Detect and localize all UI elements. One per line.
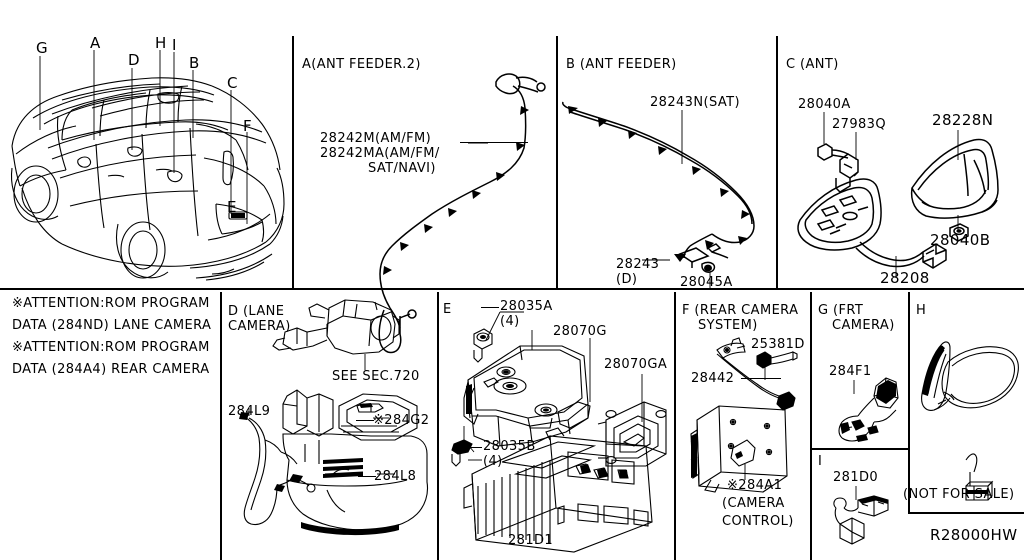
car-callout-h: H — [155, 34, 167, 52]
panel-g-title-line1: G (FRT — [818, 303, 864, 318]
panel-e-part-28035a-qty: (4) — [500, 314, 520, 329]
divider-vertical-c-left — [776, 36, 778, 288]
divider-horizontal-main — [0, 288, 1024, 290]
panel-f-part-28442: 28442 — [691, 371, 735, 386]
panel-f-title-line1: F (REAR CAMERA — [682, 303, 799, 318]
divider-vertical-h-left — [908, 292, 910, 514]
panel-f-part-284a1-line2: (CAMERA — [722, 496, 785, 511]
panel-e-leader-28035a — [481, 307, 499, 309]
panel-f-leader-28442 — [741, 378, 781, 380]
panel-a-leader-line — [460, 142, 528, 144]
panel-c-part-28208: 28208 — [880, 269, 930, 287]
panel-d-title-line2: CAMERA) — [228, 319, 291, 334]
divider-vertical-g-left — [810, 292, 812, 560]
sheet-drawing-number: R28000HW — [930, 526, 1018, 544]
panel-f-part-284a1-line3: CONTROL) — [722, 514, 794, 529]
car-callout-f: F — [243, 117, 253, 135]
panel-g-part-284f1: 284F1 — [829, 364, 872, 379]
car-callout-b: B — [189, 54, 200, 72]
lane-camera-illustration — [239, 299, 429, 536]
panel-d-leader-284l8 — [358, 476, 376, 478]
car-callout-a: A — [90, 34, 101, 52]
panel-e-part-28035b-qty: (4) — [483, 454, 503, 469]
panel-b-part-28243: 28243 — [616, 257, 660, 272]
panel-g-title-line2: CAMERA) — [832, 318, 895, 333]
panel-c-part-27983q: 27983Q — [832, 117, 886, 132]
panel-h-title: H — [916, 303, 927, 318]
panel-h-not-for-sale: (NOT FOR SALE) — [903, 487, 1015, 502]
panel-a-part-28242m: 28242M(AM/FM) — [320, 131, 432, 146]
connector-281d0-illustration — [833, 486, 889, 545]
panel-f-title-line2: SYSTEM) — [698, 318, 758, 333]
car-callout-g: G — [36, 39, 49, 57]
panel-c-part-28228n: 28228N — [932, 111, 994, 129]
panel-i-title: I — [818, 454, 823, 469]
car-callout-c: C — [227, 74, 238, 92]
panel-e-part-28070g: 28070G — [553, 324, 607, 339]
antenna-feeder-illustration — [562, 101, 755, 288]
panel-e-title: E — [443, 302, 452, 317]
attention-note-line-3: ※ATTENTION:ROM PROGRAM — [12, 340, 210, 355]
divider-vertical-a-left — [292, 36, 294, 288]
attention-note-line-4: DATA (284A4) REAR CAMERA — [12, 362, 210, 377]
outside-mirror-illustration — [921, 341, 1019, 501]
attention-note-line-1: ※ATTENTION:ROM PROGRAM — [12, 296, 210, 311]
car-callout-i: I — [172, 36, 177, 54]
antenna-assembly-illustration — [797, 112, 999, 278]
divider-horizontal-h-bottom — [908, 512, 1024, 514]
divider-vertical-d-left — [220, 292, 222, 560]
panel-e-part-28035a: 28035A — [500, 299, 553, 314]
panel-d-part-284g2: ※284G2 — [373, 413, 430, 428]
panel-e-leader-28035b — [465, 447, 482, 449]
car-callout-d: D — [128, 51, 140, 69]
panel-d-title-line1: D (LANE — [228, 304, 285, 319]
panel-d-leader-284g2 — [356, 420, 374, 422]
panel-b-title: B (ANT FEEDER) — [566, 57, 677, 72]
panel-b-part-28243-suffix: (D) — [616, 272, 638, 287]
panel-a-part-28242ma: 28242MA(AM/FM/ — [320, 146, 440, 161]
panel-d-part-see-sec-720: SEE SEC.720 — [332, 369, 420, 384]
divider-vertical-f-left — [674, 292, 676, 560]
vehicle-illustration — [10, 50, 285, 281]
panel-b-part-28243n: 28243N(SAT) — [650, 95, 740, 110]
panel-f-part-25381d: 25381D — [751, 337, 805, 352]
panel-i-part-281d0: 281D0 — [833, 470, 879, 485]
amplifier-bracket-illustration — [451, 311, 667, 553]
front-camera-illustration — [838, 377, 899, 442]
panel-c-part-28040a: 28040A — [798, 97, 851, 112]
panel-a-title: A(ANT FEEDER.2) — [302, 57, 421, 72]
divider-horizontal-g-i — [810, 448, 908, 450]
rear-camera-system-illustration — [690, 337, 798, 493]
panel-b-part-28045a: 28045A — [680, 275, 733, 290]
panel-c-title: C (ANT) — [786, 57, 839, 72]
divider-vertical-b-left — [556, 36, 558, 288]
car-callout-e: E — [227, 198, 237, 216]
panel-a-part-28242ma-cont: SAT/NAVI) — [368, 161, 436, 176]
panel-e-part-28070ga: 28070GA — [604, 357, 668, 372]
attention-note-line-2: DATA (284ND) LANE CAMERA — [12, 318, 212, 333]
antenna-feeder-2-illustration — [378, 73, 546, 354]
divider-vertical-e-left — [437, 292, 439, 560]
